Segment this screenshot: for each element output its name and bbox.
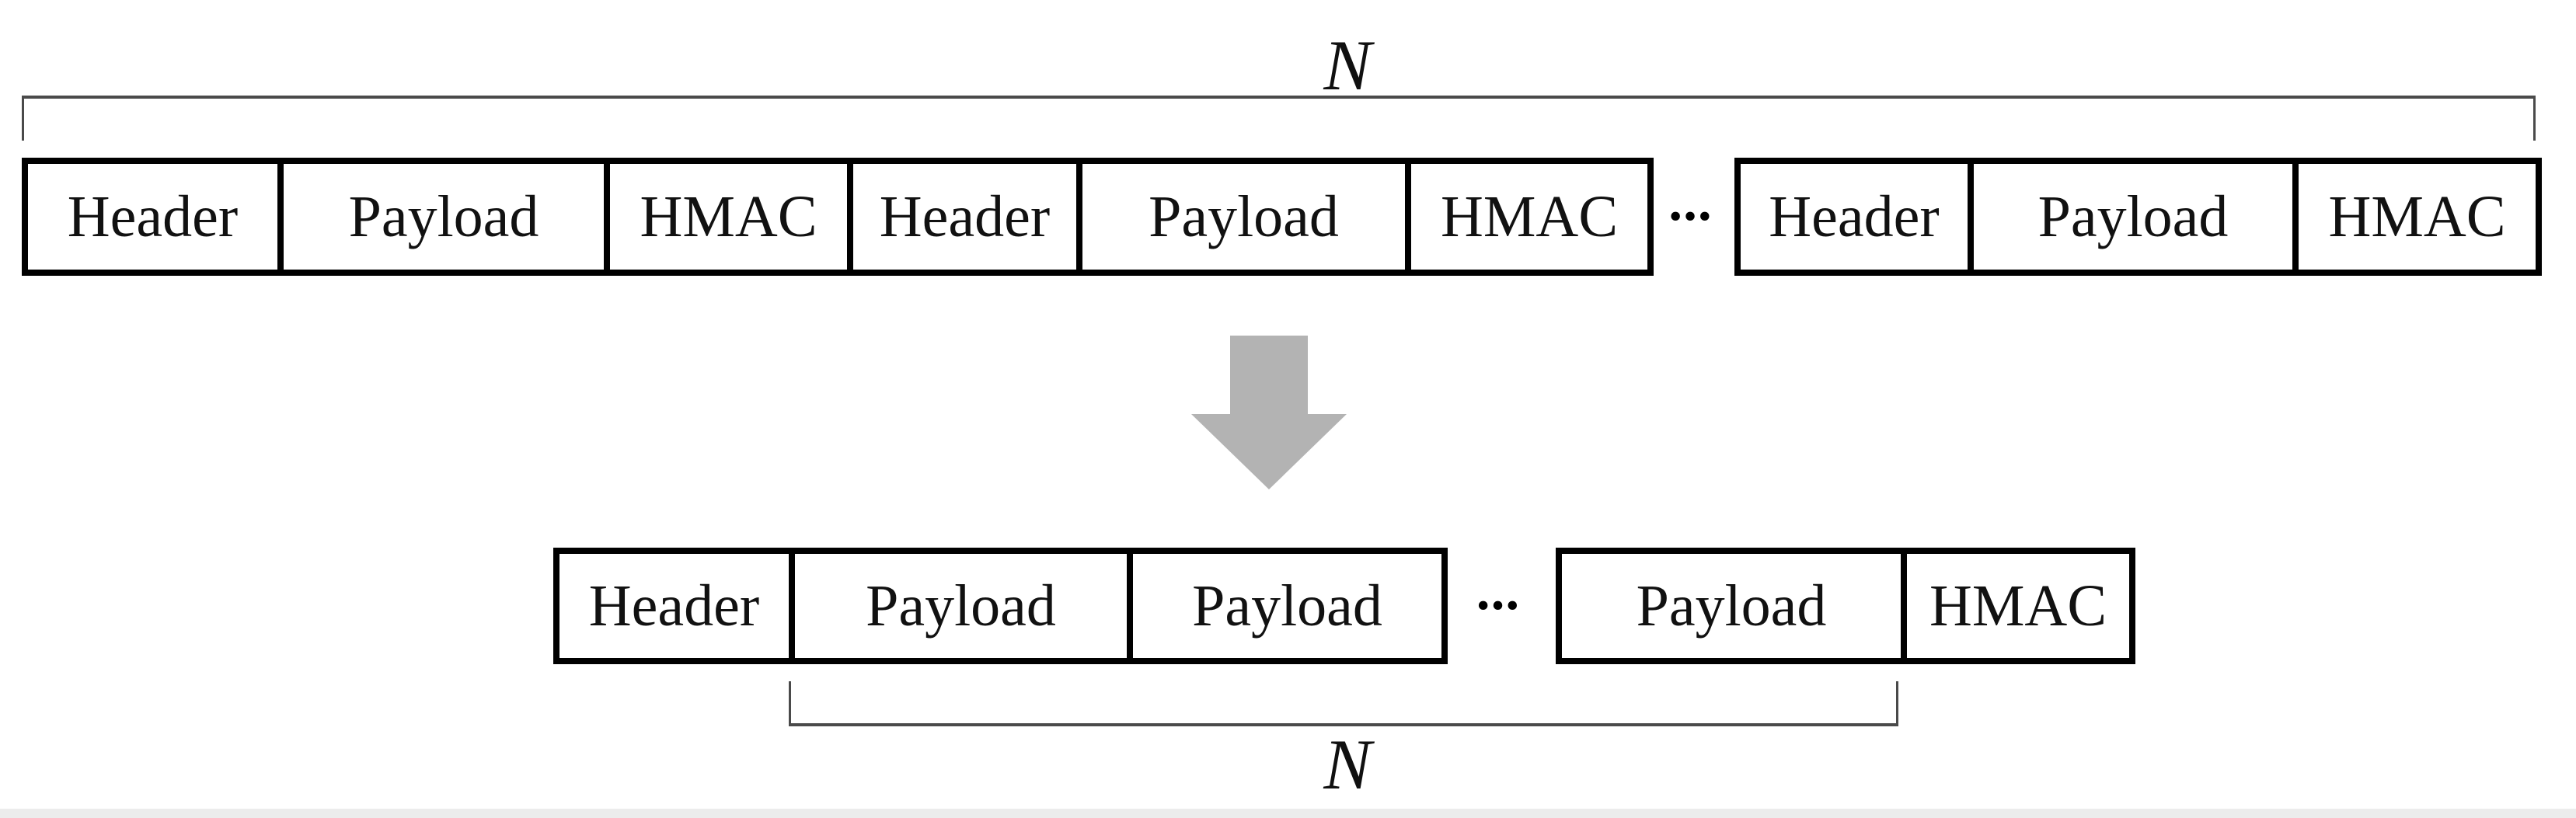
top-n-label: N (1323, 26, 1372, 105)
packet-box-payload: Payload (1127, 548, 1448, 664)
bottom-n-label: N (1323, 725, 1372, 804)
down-arrow-stem (1230, 336, 1308, 415)
packet-box-payload: Payload (789, 548, 1133, 664)
packet-box-payload: Payload (1556, 548, 1907, 664)
packet-box-payload: Payload (1968, 158, 2299, 276)
packet-box-header: Header (847, 158, 1082, 276)
top-ellipsis: ••• (1668, 196, 1713, 237)
packet-box-hmac: HMAC (2292, 158, 2542, 276)
packet-box-payload: Payload (1076, 158, 1411, 276)
packet-box-header: Header (1734, 158, 1974, 276)
bottom-n-bracket (789, 681, 1898, 726)
packet-box-payload: Payload (277, 158, 610, 276)
page-edge-strip (0, 809, 2576, 818)
packet-box-hmac: HMAC (1405, 158, 1654, 276)
top-n-brace (22, 96, 2536, 141)
packet-box-hmac: HMAC (604, 158, 853, 276)
bottom-ellipsis: ••• (1476, 585, 1521, 626)
packet-box-header: Header (553, 548, 795, 664)
packet-box-header: Header (22, 158, 284, 276)
down-arrow-head (1191, 414, 1347, 489)
packet-box-hmac: HMAC (1901, 548, 2135, 664)
